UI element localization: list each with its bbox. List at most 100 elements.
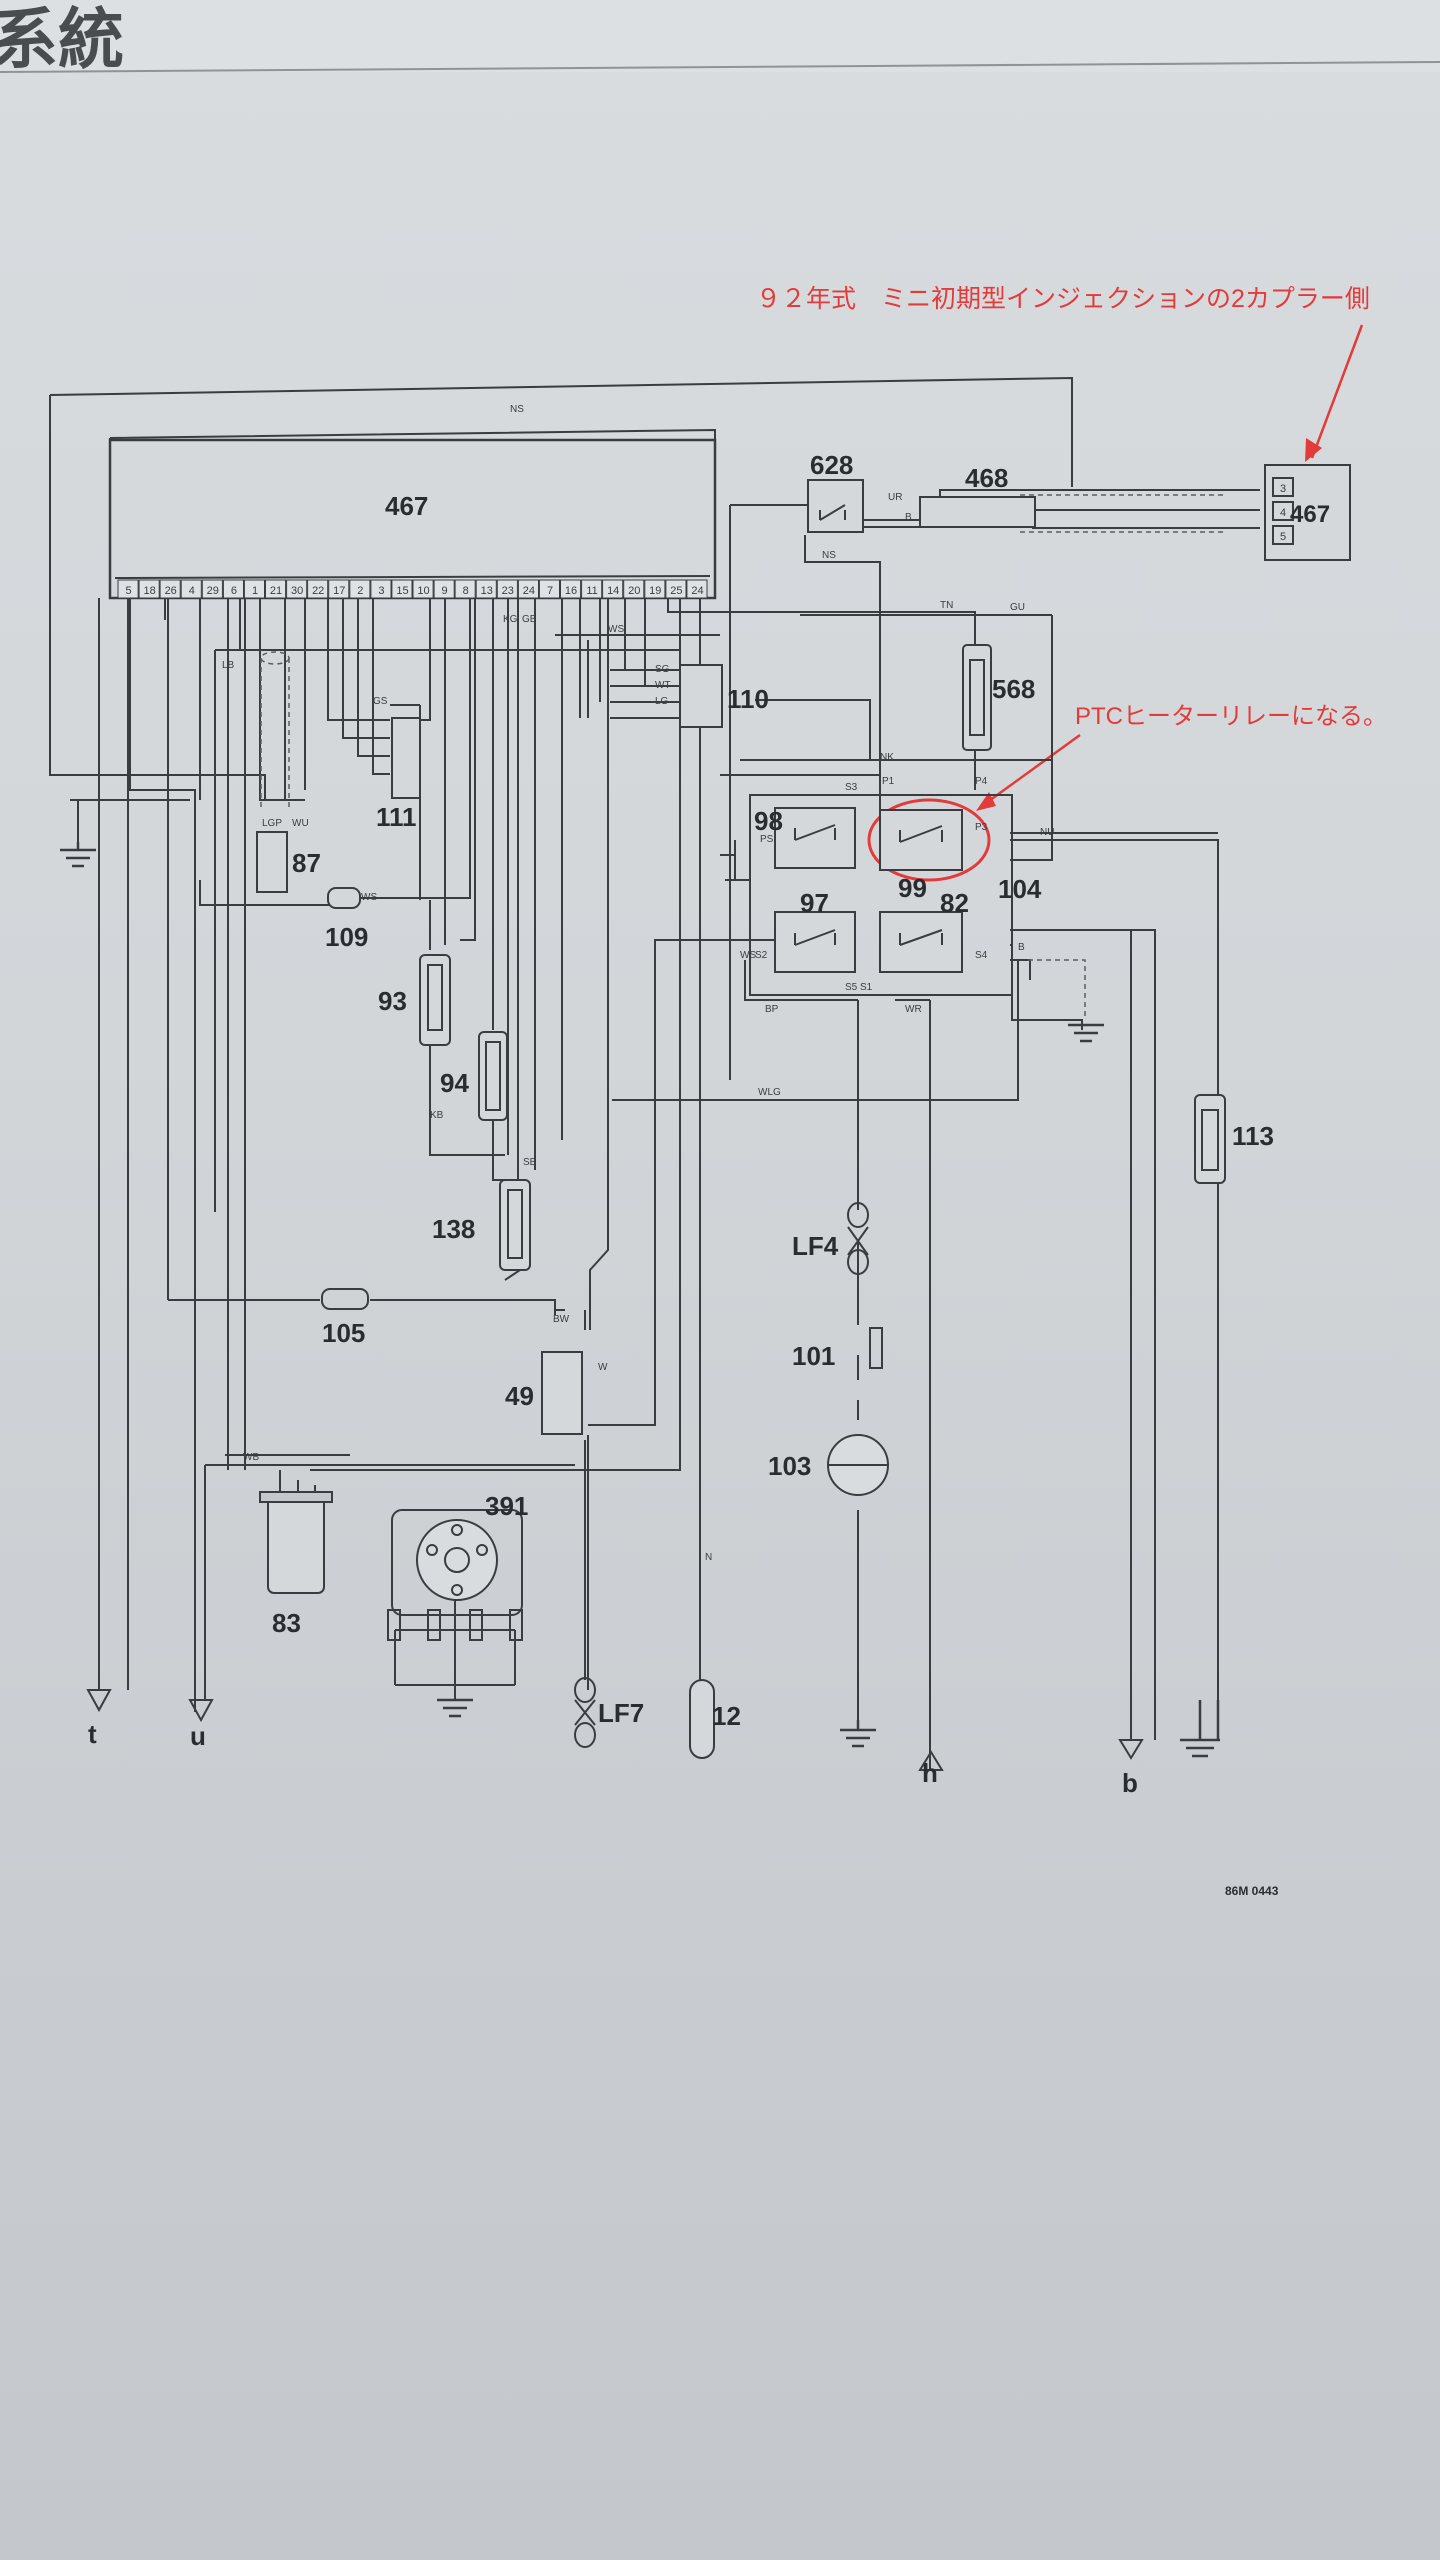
- wire-wr: WR: [905, 1004, 922, 1015]
- ecu-pin-number: 20: [628, 585, 640, 597]
- ecu-pin-number: 24: [523, 585, 535, 597]
- header-title: 系統: [0, 0, 124, 78]
- module-468: [919, 496, 1036, 528]
- ecu-pin-cell: [602, 579, 624, 599]
- ecu-pin-number: 30: [291, 585, 303, 597]
- ecu-pin-number: 9: [442, 585, 448, 597]
- ecu-pin-cell: [265, 579, 287, 599]
- coupler-pin-number: 5: [1280, 531, 1286, 543]
- coil-83: [267, 1494, 325, 1594]
- ecu-pin-number: 1: [252, 585, 258, 597]
- component-shapes: [256, 464, 1351, 1759]
- ptc-annotation-arrow-head: [976, 792, 996, 811]
- terminal-u: u: [190, 1721, 206, 1751]
- top-annotation-arrow-head: [1305, 438, 1322, 462]
- wire-gu: GU: [1010, 602, 1025, 613]
- sensor-49: [541, 1351, 583, 1435]
- ground-symbols: [60, 842, 1220, 1758]
- wire-bw: BW: [553, 1314, 570, 1325]
- top-annotation-arrow-line: [1310, 324, 1364, 459]
- wire-nu: NU: [1040, 827, 1054, 838]
- ecu-pin-number: 11: [586, 585, 597, 597]
- label-391: 391: [485, 1491, 528, 1521]
- switch-109: [327, 887, 361, 909]
- wire-gb: GB: [522, 614, 537, 625]
- relay-82: [879, 911, 963, 973]
- wire-p3: P3: [975, 822, 988, 833]
- ecu-pin-number: 21: [270, 585, 282, 597]
- top-annotation: ９２年式 ミニ初期型インジェクションの2カプラー側: [756, 285, 1370, 313]
- wire-p1: P1: [882, 776, 895, 787]
- ecu-pin-number: 26: [165, 585, 177, 597]
- header-rule: [0, 61, 1440, 73]
- ecu-pin-cell: [496, 579, 518, 599]
- ecu-pin-cell: [243, 579, 265, 599]
- wire-nk: NK: [880, 752, 894, 763]
- ecu-pin-number: 22: [312, 585, 324, 597]
- switch-105: [321, 1288, 369, 1310]
- label-94: 94: [440, 1068, 469, 1098]
- ecu-pin-number: 23: [502, 585, 514, 597]
- label-113: 113: [1232, 1121, 1274, 1151]
- wire-s4: S4: [975, 950, 988, 961]
- ecu-pin-number: 7: [547, 585, 553, 597]
- ecu-pin-number: 18: [143, 585, 155, 597]
- wire-lgp: LGP: [262, 818, 282, 829]
- label-103: 103: [768, 1451, 811, 1481]
- ecu-pin-number: 4: [189, 585, 195, 597]
- wire-ps: PS: [760, 834, 774, 845]
- ecu-pin-number: 13: [481, 585, 493, 597]
- relay-switches: [794, 504, 943, 946]
- wire-ur: UR: [888, 492, 902, 503]
- ecu-pin-number: 15: [396, 585, 408, 597]
- relay-97: [774, 911, 856, 973]
- label-83: 83: [272, 1608, 301, 1638]
- terminal-labels: t u h b: [88, 1719, 1138, 1798]
- wire-b2: B: [1018, 942, 1025, 953]
- ecu-pin-cell: [665, 579, 687, 599]
- wire-tn: TN: [940, 600, 953, 611]
- label-467: 467: [385, 491, 428, 521]
- shield-lines: [260, 494, 1225, 1020]
- label-99: 99: [898, 873, 927, 903]
- wire-ws: WS: [608, 624, 624, 635]
- wire-s5: S5: [845, 982, 858, 993]
- ecu-pin-number: 17: [333, 585, 345, 597]
- terminal-h: h: [922, 1758, 938, 1788]
- component-12: [689, 1679, 715, 1759]
- label-101: 101: [792, 1341, 835, 1371]
- label-468: 468: [965, 463, 1008, 493]
- label-LF7: LF7: [598, 1698, 644, 1728]
- wire-kg: KG: [503, 614, 518, 625]
- ecu-pin-cell: [560, 579, 582, 599]
- ecu-pin-cell: [307, 579, 329, 599]
- wire-lg: LG: [655, 696, 669, 707]
- ecu-pin-cell: [201, 579, 223, 599]
- terminal-t: t: [88, 1719, 97, 1749]
- ecu-pin-number: 10: [417, 585, 429, 597]
- wire-wt: WT: [655, 680, 671, 691]
- ecu-pin-cell: [117, 579, 139, 599]
- module-110: [679, 664, 723, 728]
- wire-wb: WB: [243, 1452, 259, 1463]
- ecu-pin-cell: [370, 579, 392, 599]
- wire-sb: SB: [523, 1157, 537, 1168]
- ecu-pin-cell: [138, 579, 160, 599]
- fuse-101: [869, 1327, 883, 1369]
- wire-s1: S1: [860, 982, 873, 993]
- ecu-pin-number: 8: [463, 585, 469, 597]
- ecu-pin-cell: [538, 579, 561, 599]
- label-104: 104: [998, 874, 1042, 904]
- wire-sg: SG: [655, 664, 670, 675]
- ecu-pin-cell: [454, 579, 476, 599]
- distributor-391: [391, 1509, 523, 1616]
- ecu-pin-number: 19: [649, 585, 661, 597]
- terminal-b: b: [1122, 1768, 1138, 1798]
- ecu-pin-number: 5: [125, 585, 131, 597]
- ecu-pin-cell: [581, 579, 603, 599]
- label-467-coupler: 467: [1290, 501, 1330, 528]
- ecu-pin-cell: [328, 579, 350, 599]
- coupler-pin-number: 4: [1280, 507, 1286, 519]
- wire-ws2: WS: [361, 892, 377, 903]
- ecu-pin-cell: [686, 579, 708, 599]
